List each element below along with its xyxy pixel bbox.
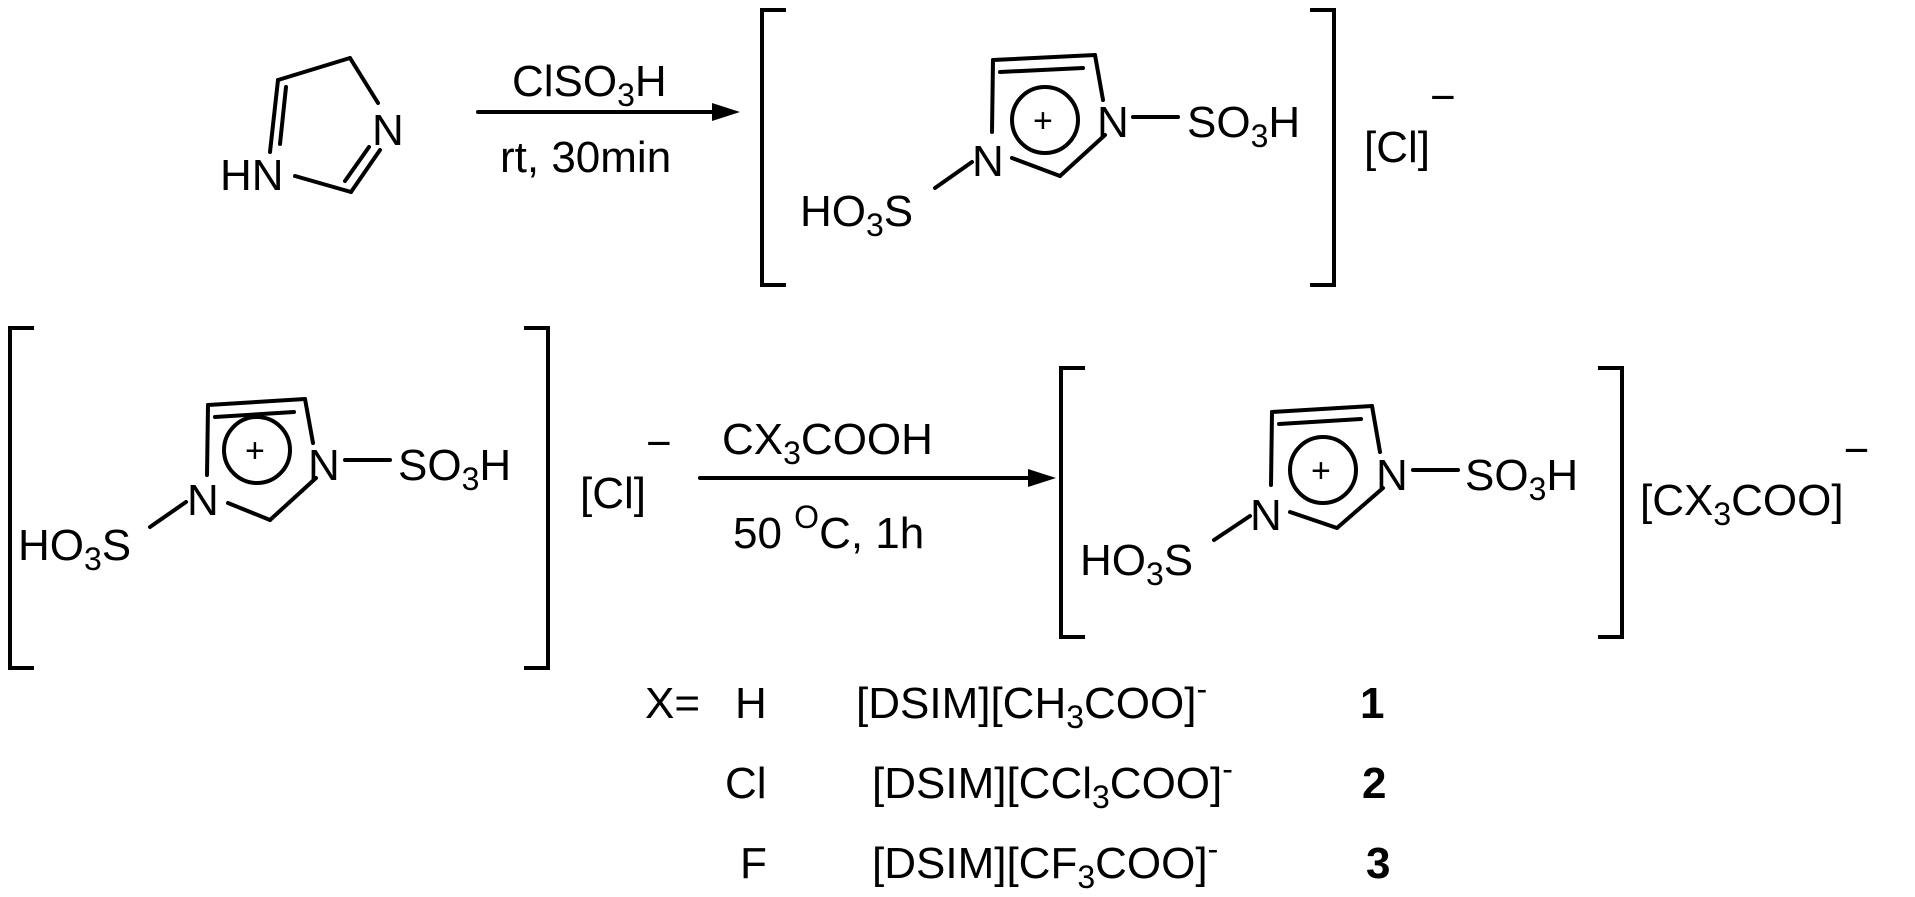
legend-row-1-substituent: H [735, 679, 767, 728]
hn-atom: HN [220, 151, 284, 200]
sulfonic-group-right-2: SO3H [398, 441, 511, 497]
conditions-1: rt, 30min [500, 133, 671, 182]
sulfonic-group-left-3: HO3S [1080, 536, 1193, 592]
product-legend: X= H [DSIM][CH3COO]- 1 Cl [DSIM][CCl3COO… [645, 671, 1390, 895]
chloride-anion-1: [Cl]− [1364, 73, 1456, 172]
n-atom-right-3: N [1376, 451, 1408, 500]
bracket-left [760, 8, 786, 287]
positive-charge: + [1033, 102, 1053, 140]
reagent-haloacetic-acid: CX3COOH [722, 415, 933, 471]
reaction-arrow-1: ClSO3H rt, 30min [476, 57, 740, 182]
reagent-chlorosulfonic-acid: ClSO3H [512, 57, 667, 113]
legend-row-3-number: 3 [1366, 839, 1390, 888]
cation-product-1: + N N SO3H HO3S [760, 8, 1336, 287]
reaction-arrow-2: CX3COOH 50 OC, 1h [698, 415, 1056, 558]
positive-charge-circle-3 [1288, 435, 1358, 505]
legend-row-2-number: 2 [1362, 759, 1386, 808]
positive-charge-3: + [1311, 452, 1331, 490]
legend-row-1: H [DSIM][CH3COO]- 1 [735, 671, 1384, 735]
haloacetate-anion: [CX3COO]− [1640, 426, 1869, 532]
bracket-right-3 [1598, 366, 1624, 639]
n-atom-left: N [972, 137, 1004, 186]
sulfonic-group-left-2: HO3S [18, 521, 131, 577]
n-atom-left-2: N [187, 476, 219, 525]
legend-row-3-substituent: F [740, 839, 767, 888]
legend-row-2-substituent: Cl [725, 759, 767, 808]
cation-reactant-2: + N N SO3H HO3S [8, 326, 550, 670]
n-atom-right-2: N [308, 441, 340, 490]
cation-product-final: + N N SO3H HO3S [1059, 366, 1624, 639]
n-atom: N [372, 106, 404, 155]
n-atom-right: N [1097, 98, 1129, 147]
n-atom-left-3: N [1250, 491, 1282, 540]
legend-row-2: Cl [DSIM][CCl3COO]- 2 [725, 751, 1386, 815]
positive-charge-circle-2 [222, 415, 292, 485]
bracket-left-2 [8, 326, 34, 670]
bracket-right-2 [524, 326, 550, 670]
imidazole-reactant: HN N [220, 56, 404, 200]
legend-row-2-name: [DSIM][CCl3COO]- [872, 751, 1233, 815]
legend-row-1-number: 1 [1360, 679, 1384, 728]
sulfonic-group-right-3: SO3H [1465, 451, 1578, 507]
sulfonic-group-right: SO3H [1187, 98, 1300, 154]
conditions-2: 50 OC, 1h [733, 499, 924, 558]
bracket-right [1310, 8, 1336, 287]
positive-charge-2: + [245, 432, 265, 470]
legend-row-1-name: [DSIM][CH3COO]- [856, 671, 1207, 735]
legend-row-3-name: [DSIM][CF3COO]- [872, 831, 1218, 895]
legend-row-3: F [DSIM][CF3COO]- 3 [740, 831, 1390, 895]
chloride-anion-2: [Cl]− [580, 419, 672, 518]
sulfonic-group-left: HO3S [800, 187, 913, 243]
bracket-left-3 [1059, 366, 1085, 639]
legend-x-label: X= [645, 679, 700, 728]
positive-charge-circle [1010, 85, 1080, 155]
